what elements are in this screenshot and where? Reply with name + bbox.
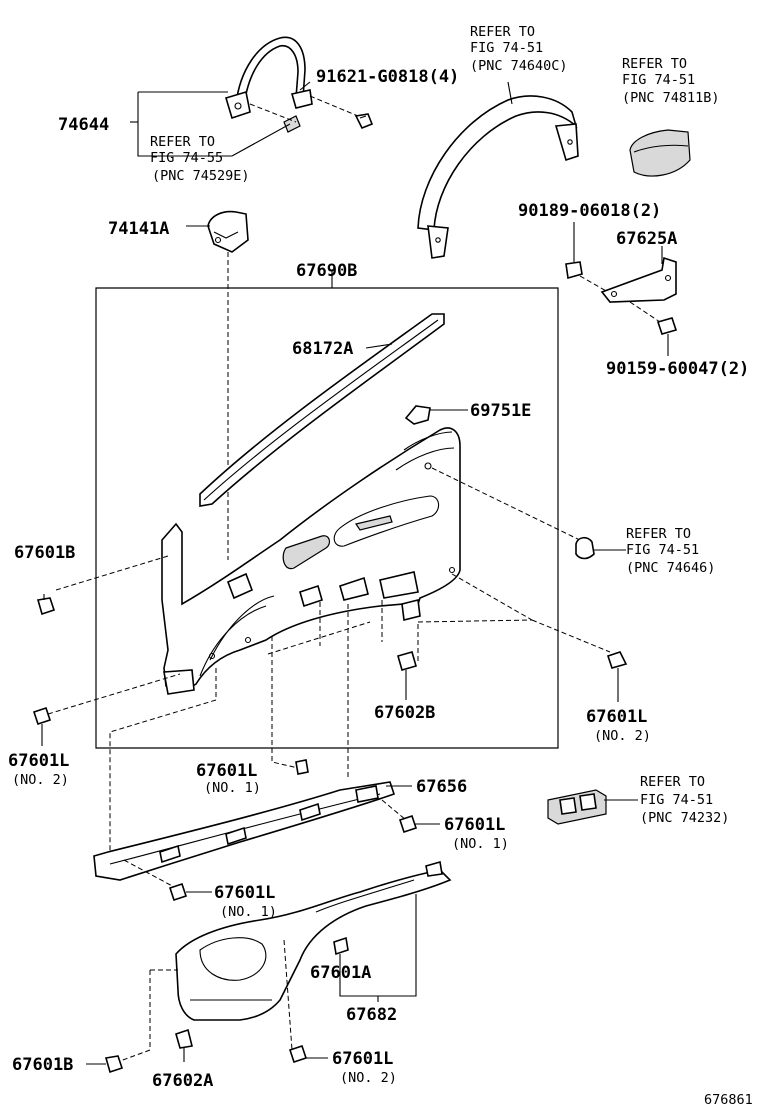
callout-67601a: 67601A xyxy=(310,963,371,983)
svg-text:FIG 74-51: FIG 74-51 xyxy=(622,72,695,88)
clip-69751e xyxy=(404,405,431,425)
fastener-67601a xyxy=(333,936,349,956)
callout-67602a: 67602A xyxy=(152,1071,213,1091)
svg-text:FIG 74-51: FIG 74-51 xyxy=(626,542,699,558)
callout-67682: 67682 xyxy=(346,1005,397,1025)
svg-text:FIG 74-55: FIG 74-55 xyxy=(150,150,223,166)
callout-90189: 90189-06018(2) xyxy=(518,201,661,221)
callout-69751e: 69751E xyxy=(470,401,531,421)
callout-67601l-left: 67601L xyxy=(8,751,69,771)
trim-cap-74141a xyxy=(207,210,249,253)
callout-67601l-mid: 67601L xyxy=(196,761,257,781)
callout-67601l-lowmid: 67601L xyxy=(214,883,275,903)
callout-67601l-right: 67601L xyxy=(586,707,647,727)
fastener-67601l-mid xyxy=(295,759,309,775)
svg-text:(PNC 74646): (PNC 74646) xyxy=(626,560,715,576)
svg-text:FIG 74-51: FIG 74-51 xyxy=(470,40,543,56)
note-no1-656: (NO. 1) xyxy=(452,836,509,852)
screw-91621 xyxy=(354,113,374,130)
callout-67625a: 67625A xyxy=(616,229,677,249)
fastener-67601l-656 xyxy=(398,814,418,834)
lower-panel-67656 xyxy=(93,781,396,881)
svg-text:REFER TO: REFER TO xyxy=(470,24,535,40)
fastener-67601l-right xyxy=(606,651,628,669)
svg-text:REFER TO: REFER TO xyxy=(626,526,691,542)
switch-74232 xyxy=(547,789,607,825)
note-no1-mid: (NO. 1) xyxy=(204,780,261,796)
callout-90159: 90159-60047(2) xyxy=(606,359,749,379)
screw-90159 xyxy=(656,317,678,335)
diagram-id: 676861 xyxy=(704,1092,753,1108)
callout-74644: 74644 xyxy=(58,115,109,135)
callout-68172a: 68172A xyxy=(292,339,353,359)
clip-74646 xyxy=(575,536,595,560)
clip-90189 xyxy=(565,261,583,280)
note-no2-left: (NO. 2) xyxy=(12,772,69,788)
callout-91621: 91621-G0818(4) xyxy=(316,67,459,87)
ref-74640c: REFER TO FIG 74-51 (PNC 74640C) xyxy=(470,24,568,74)
fastener-67601l-left xyxy=(32,706,52,726)
fastener-67601l-lowmid xyxy=(168,882,188,902)
svg-text:FIG 74-51: FIG 74-51 xyxy=(640,792,713,808)
callout-67602b: 67602B xyxy=(374,703,435,723)
svg-text:(PNC 74529E): (PNC 74529E) xyxy=(152,168,250,184)
callout-67601l-656: 67601L xyxy=(444,815,505,835)
fastener-67601l-bot xyxy=(288,1044,308,1064)
fastener-67601b-bot xyxy=(104,1055,124,1074)
callout-67601b-bot: 67601B xyxy=(12,1055,73,1075)
fastener-67602a xyxy=(175,1028,193,1049)
ref-74646: REFER TO FIG 74-51 (PNC 74646) xyxy=(626,526,715,576)
callout-67690b: 67690B xyxy=(296,261,357,281)
svg-text:REFER TO: REFER TO xyxy=(622,56,687,72)
note-no2-bot: (NO. 2) xyxy=(340,1070,397,1086)
svg-text:(PNC 74811B): (PNC 74811B) xyxy=(622,90,720,106)
callout-67601b-top: 67601B xyxy=(14,543,75,563)
svg-text:(PNC 74640C): (PNC 74640C) xyxy=(470,58,568,74)
fastener-67602b xyxy=(397,651,417,671)
svg-text:(PNC 74232): (PNC 74232) xyxy=(640,810,729,826)
assist-grip-part xyxy=(225,36,313,133)
ref-74811b: REFER TO FIG 74-51 (PNC 74811B) xyxy=(622,56,720,106)
bracket-67625a xyxy=(600,256,677,303)
callout-74141a: 74141A xyxy=(108,219,169,239)
pillar-garnish-part xyxy=(417,95,579,259)
callout-67656: 67656 xyxy=(416,777,467,797)
ref-74529e: REFER TO FIG 74-55 (PNC 74529E) xyxy=(150,134,250,184)
note-no2-right: (NO. 2) xyxy=(594,728,651,744)
weatherstrip-68172a xyxy=(199,313,445,507)
armrest-67682 xyxy=(175,860,452,1021)
ref-74232: REFER TO FIG 74-51 (PNC 74232) xyxy=(640,774,729,826)
pocket-part xyxy=(629,129,691,177)
door-trim-board xyxy=(161,427,461,695)
svg-text:REFER TO: REFER TO xyxy=(150,134,215,150)
fastener-67601b-top xyxy=(36,594,56,616)
svg-text:REFER TO: REFER TO xyxy=(640,774,705,790)
note-no1-lowmid: (NO. 1) xyxy=(220,904,277,920)
callout-67601l-bot: 67601L xyxy=(332,1049,393,1069)
